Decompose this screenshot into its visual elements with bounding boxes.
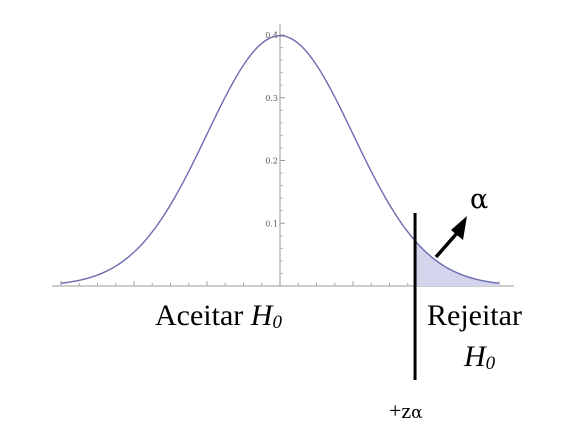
alpha-arrow-head [451, 216, 467, 240]
alpha-arrow [434, 230, 460, 259]
density-curve [60, 34, 500, 284]
reject-label: Rejeitar [427, 299, 522, 332]
y-tick-label: 0.3 [265, 94, 278, 103]
accept-label: Aceitar H0 [155, 299, 282, 333]
y-axis-ticks: 0.1 0.2 0.3 0.4 [265, 31, 285, 274]
y-tick-label: 0.4 [265, 31, 278, 40]
y-tick-label: 0.2 [265, 157, 278, 166]
y-tick-label: 0.1 [265, 219, 278, 228]
critical-value-label: +zα [389, 398, 423, 423]
alpha-label: α [470, 184, 488, 215]
reject-h0-label: H0 [463, 340, 496, 374]
rejection-region-area [415, 240, 499, 286]
